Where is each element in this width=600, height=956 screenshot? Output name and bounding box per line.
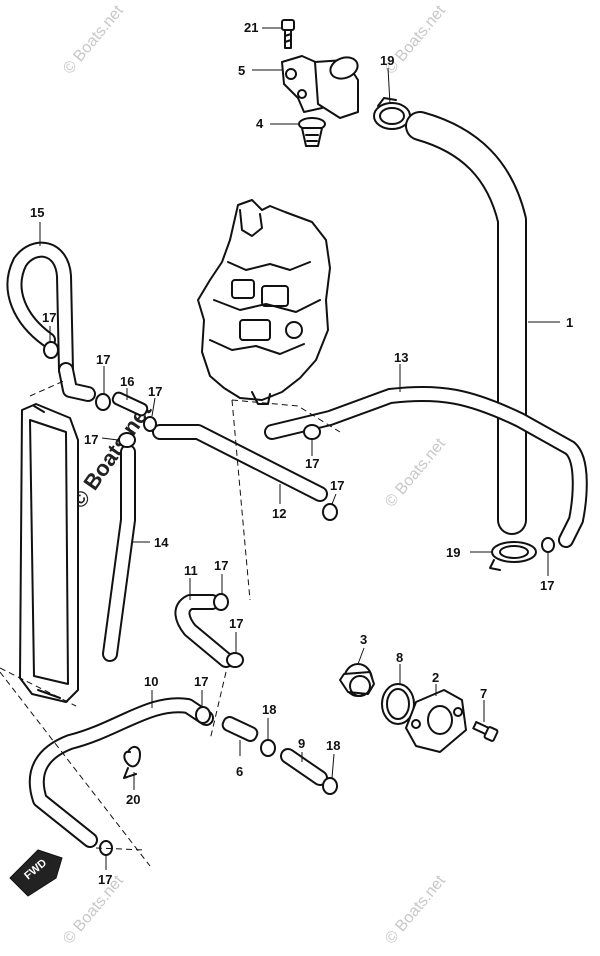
clamp-17-j — [195, 706, 211, 724]
clamp-18-a — [260, 739, 276, 757]
watermark-bottom-left: © Boats.net — [60, 872, 127, 948]
part-5-thermostat-housing — [281, 55, 359, 119]
clamp-17-c — [118, 432, 136, 448]
part-15-hose — [6, 241, 96, 402]
clamp-17-h — [213, 593, 229, 611]
callout-8: 8 — [396, 650, 403, 665]
callout-12: 12 — [272, 506, 286, 521]
callout-20: 20 — [126, 792, 140, 807]
callout-3: 3 — [360, 632, 367, 647]
part-21-bolt — [281, 19, 295, 49]
callout-11: 11 — [184, 563, 198, 578]
cooling-plate — [19, 403, 79, 703]
part-14-hose — [102, 444, 136, 662]
fwd-badge: FWD — [9, 849, 63, 897]
callout-9: 9 — [298, 736, 305, 751]
part-19-clamp-bottom — [489, 541, 537, 571]
watermark-bottom-right: © Boats.net — [382, 872, 449, 948]
part-12-hose — [152, 424, 328, 502]
callout-19-bottom: 19 — [446, 545, 460, 560]
callout-17-e: 17 — [305, 456, 319, 471]
callout-2: 2 — [432, 670, 439, 685]
watermarks: © Boats.net © Boats.net © Boats.net © Bo… — [60, 2, 449, 948]
clamp-17-f — [322, 503, 338, 521]
part-2-cover — [405, 689, 467, 753]
callout-17-d: 17 — [84, 432, 98, 447]
callout-17-g: 17 — [540, 578, 554, 593]
callout-7: 7 — [480, 686, 487, 701]
callout-1: 1 — [566, 315, 573, 330]
callout-13: 13 — [394, 350, 408, 365]
engine-block — [197, 199, 331, 405]
leader-lines — [39, 27, 560, 870]
part-20-clip — [123, 746, 141, 779]
part-6-fitting — [221, 716, 259, 742]
part-9-hose — [280, 748, 328, 786]
callout-17-b: 17 — [96, 352, 110, 367]
callout-18-b: 18 — [326, 738, 340, 753]
clamp-17-g — [541, 537, 555, 553]
part-16-joint — [111, 391, 149, 417]
callout-17-k: 17 — [98, 872, 112, 887]
callout-6: 6 — [236, 764, 243, 779]
callout-10: 10 — [144, 674, 158, 689]
callout-18-a: 18 — [262, 702, 276, 717]
part-19-clamp-top — [373, 97, 411, 130]
callout-17-j: 17 — [194, 674, 208, 689]
callout-17-i: 17 — [229, 616, 243, 631]
part-10-hose — [28, 697, 214, 848]
callout-17-a: 17 — [42, 310, 56, 325]
clamp-17-i — [226, 652, 244, 668]
callout-5: 5 — [238, 63, 245, 78]
part-13-hose — [264, 385, 588, 548]
part-3-anode — [339, 663, 375, 697]
clamp-17-d — [143, 416, 157, 432]
watermark-mid-right: © Boats.net — [382, 435, 449, 511]
clamp-17-a — [43, 341, 59, 359]
part-8-o-ring — [381, 683, 415, 725]
clamp-18-b — [322, 777, 338, 795]
clamp-17-b — [95, 393, 111, 411]
guide-lines — [0, 379, 341, 867]
callout-4: 4 — [256, 116, 264, 131]
part-4-thermostat — [298, 117, 326, 147]
part-11-hose — [174, 594, 234, 668]
callout-21: 21 — [244, 20, 258, 35]
callout-17-c: 17 — [148, 384, 162, 399]
part-1-large-hose — [405, 111, 527, 535]
part-7-bolt — [472, 721, 499, 742]
callout-19-top: 19 — [380, 53, 394, 68]
callout-14: 14 — [154, 535, 169, 550]
callout-17-h: 17 — [214, 558, 228, 573]
callouts: 21 5 4 19 1 15 17 17 16 17 17 13 17 17 1… — [30, 20, 573, 887]
callout-17-f: 17 — [330, 478, 344, 493]
clamp-17-e — [303, 424, 321, 440]
callout-15: 15 — [30, 205, 44, 220]
callout-16: 16 — [120, 374, 134, 389]
watermark-top-left: © Boats.net — [60, 2, 127, 78]
